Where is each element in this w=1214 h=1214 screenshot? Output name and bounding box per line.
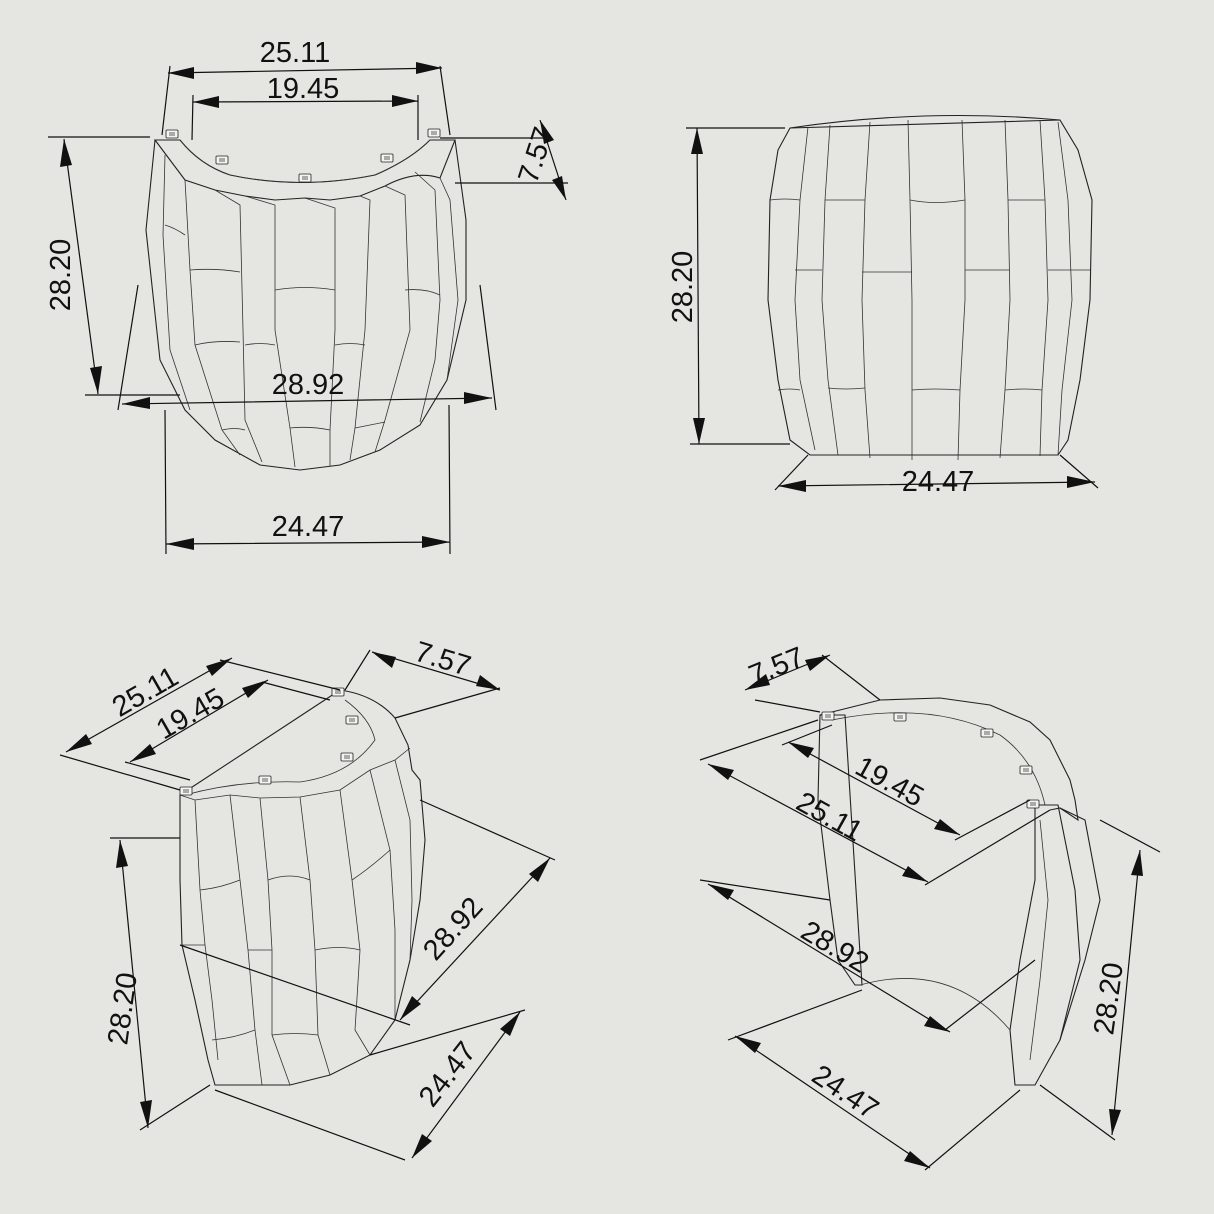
dim-label: 19.45 bbox=[850, 751, 929, 814]
dim-height: 28.20 bbox=[1039, 819, 1161, 1141]
dim-label: 24.47 bbox=[806, 1059, 884, 1126]
dim-label: 28.92 bbox=[795, 915, 874, 980]
dim-max-width: 28.92 bbox=[699, 879, 1036, 1033]
dim-wall: 7.57 bbox=[744, 641, 881, 713]
dim-label: 25.11 bbox=[791, 786, 868, 848]
dim-label: 24.47 bbox=[413, 1036, 483, 1113]
dim-label: 25.11 bbox=[260, 37, 330, 69]
dim-wall: 7.57 bbox=[344, 636, 501, 719]
dim-label: 28.92 bbox=[417, 891, 489, 966]
dim-label: 28.20 bbox=[45, 239, 77, 312]
view-iso-right: 7.57 19.45 25.11 28.92 28.20 bbox=[699, 641, 1161, 1171]
stool-outline bbox=[817, 697, 1101, 1086]
dim-max-width: 28.92 bbox=[117, 284, 497, 411]
dim-base: 24.47 bbox=[727, 989, 1021, 1171]
rim-tags bbox=[165, 128, 441, 183]
dim-label: 19.45 bbox=[267, 73, 340, 105]
dim-base: 24.47 bbox=[774, 454, 1099, 498]
dim-outer-top: 25.11 bbox=[161, 37, 451, 136]
dim-label: 24.47 bbox=[272, 511, 345, 543]
dim-height: 28.20 bbox=[667, 127, 790, 445]
dim-label: 7.57 bbox=[744, 641, 808, 692]
view-side: 28.20 24.47 bbox=[667, 114, 1099, 498]
dim-label: 7.57 bbox=[513, 123, 561, 187]
dim-label: 24.47 bbox=[902, 466, 975, 498]
rim-tags bbox=[821, 711, 1040, 809]
dim-outer-top: 25.11 bbox=[699, 719, 1051, 886]
dim-label: 7.57 bbox=[411, 636, 474, 683]
dim-max-width: 28.92 bbox=[179, 799, 556, 1026]
dim-label: 28.20 bbox=[667, 251, 699, 324]
stool-outline bbox=[767, 114, 1093, 461]
dim-inner-top: 19.45 bbox=[191, 73, 419, 141]
dim-height: 28.20 bbox=[45, 136, 180, 396]
dim-base: 24.47 bbox=[164, 404, 451, 555]
dim-label: 28.20 bbox=[1088, 961, 1130, 1037]
view-iso-left: 25.11 19.45 7.57 28.20 28.92 bbox=[59, 636, 556, 1161]
view-top-front: 25.11 19.45 7.57 28.20 28.92 bbox=[45, 37, 568, 555]
stool-outline bbox=[179, 689, 426, 1086]
dim-height: 28.20 bbox=[102, 837, 211, 1131]
dim-label: 28.20 bbox=[102, 971, 144, 1047]
dim-label: 28.92 bbox=[272, 369, 345, 401]
stool-outline bbox=[145, 139, 467, 471]
dim-wall: 7.57 bbox=[440, 119, 568, 201]
